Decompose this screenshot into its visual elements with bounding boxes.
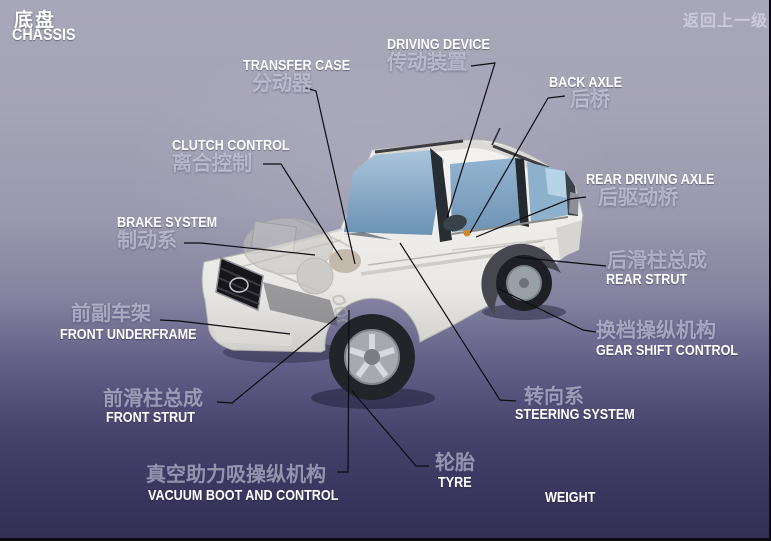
label-driving-device-cn[interactable]: 传动装置 xyxy=(387,50,467,74)
label-back-axle-en[interactable]: BACK AXLE xyxy=(549,74,623,91)
line-gear-shift xyxy=(496,287,597,333)
label-tyre-en[interactable]: TYRE xyxy=(438,474,472,491)
line-rear-driving-axle xyxy=(475,196,587,238)
label-steering-system-cn[interactable]: 转向系 xyxy=(524,384,584,408)
line-front-strut xyxy=(216,316,338,404)
label-back-axle-cn[interactable]: 后桥 xyxy=(570,87,610,111)
label-rear-driving-axle-en[interactable]: REAR DRIVING AXLE xyxy=(586,171,715,188)
label-rear-driving-axle-cn[interactable]: 后驱动桥 xyxy=(598,185,678,209)
label-vacuum-boot-cn[interactable]: 真空助力吸操纵机构 xyxy=(146,462,326,486)
line-driving-device xyxy=(446,62,496,219)
label-gear-shift-control-cn[interactable]: 换档操纵机构 xyxy=(596,318,716,342)
line-tyre xyxy=(351,390,429,467)
label-tyre-cn[interactable]: 轮胎 xyxy=(435,450,475,474)
line-back-axle xyxy=(469,95,566,234)
label-driving-device-en[interactable]: DRIVING DEVICE xyxy=(387,36,490,53)
frame-edge-bottom xyxy=(0,538,771,541)
label-rear-strut-cn[interactable]: 后滑柱总成 xyxy=(607,248,707,272)
label-gear-shift-control-en[interactable]: GEAR SHIFT CONTROL xyxy=(596,342,739,359)
label-weight-en[interactable]: WEIGHT xyxy=(545,489,596,506)
line-brake-system xyxy=(184,242,316,256)
line-clutch-control xyxy=(263,163,343,261)
label-transfer-case-cn[interactable]: 分动器 xyxy=(252,71,312,95)
label-rear-strut-en[interactable]: REAR STRUT xyxy=(606,271,688,288)
line-front-underframe xyxy=(159,319,291,335)
line-steering xyxy=(399,242,517,402)
label-front-underframe-cn[interactable]: 前副车架 xyxy=(71,301,151,325)
label-clutch-control-en[interactable]: CLUTCH CONTROL xyxy=(172,137,290,154)
label-brake-system-en[interactable]: BRAKE SYSTEM xyxy=(117,214,218,231)
frame-edge-right xyxy=(769,0,771,541)
label-front-strut-cn[interactable]: 前滑柱总成 xyxy=(103,386,203,410)
page-title-cn: 底盘 xyxy=(14,9,57,31)
page-title-en: CHASSIS xyxy=(12,25,76,44)
line-vacuum xyxy=(337,309,350,473)
label-front-underframe-en[interactable]: FRONT UNDERFRAME xyxy=(60,326,197,343)
label-brake-system-cn[interactable]: 制动系 xyxy=(117,228,177,252)
line-rear-strut xyxy=(514,256,607,267)
label-steering-system-en[interactable]: STEERING SYSTEM xyxy=(515,406,635,423)
car-illustration xyxy=(201,128,584,409)
back-link[interactable]: 返回上一级 xyxy=(683,11,769,30)
label-front-strut-en[interactable]: FRONT STRUT xyxy=(106,409,195,426)
label-vacuum-boot-en[interactable]: VACUUM BOOT AND CONTROL xyxy=(148,487,339,504)
label-transfer-case-en[interactable]: TRANSFER CASE xyxy=(243,57,351,74)
label-clutch-control-cn[interactable]: 离合控制 xyxy=(172,151,252,175)
line-transfer-case xyxy=(305,87,356,265)
